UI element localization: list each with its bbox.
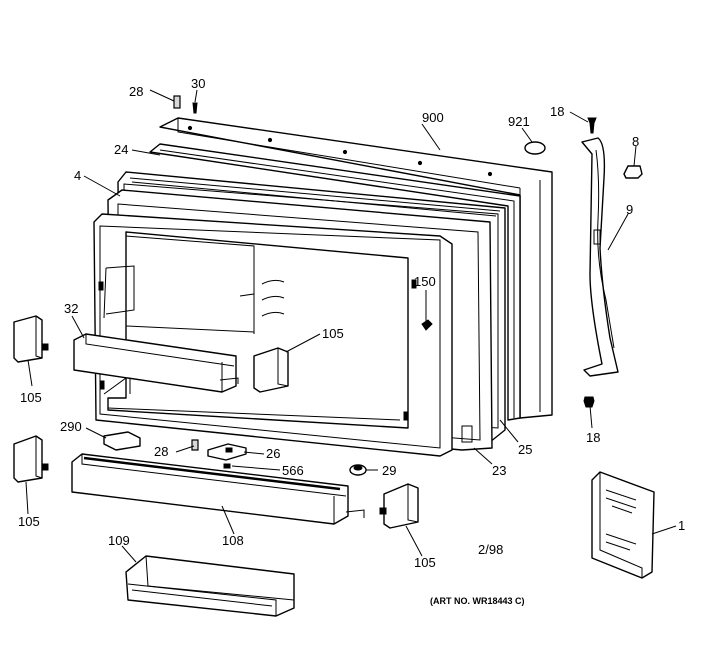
callout-105-inner: 105 xyxy=(322,326,344,341)
screw-top xyxy=(173,95,198,114)
callout-labels: 28 30 900 921 18 8 24 4 9 150 32 105 105… xyxy=(18,76,685,606)
callout-28-mid: 28 xyxy=(154,444,168,459)
callout-921: 921 xyxy=(508,114,530,129)
handle-assembly xyxy=(581,117,643,408)
callout-18-bottom: 18 xyxy=(586,430,600,445)
callout-28-top: 28 xyxy=(129,84,143,99)
screw-566 xyxy=(223,463,231,469)
hinge-bracket xyxy=(207,443,247,461)
callout-8: 8 xyxy=(632,134,639,149)
callout-150: 150 xyxy=(414,274,436,289)
door-liner-strip xyxy=(149,143,521,421)
callout-24: 24 xyxy=(114,142,128,157)
callout-108: 108 xyxy=(222,533,244,548)
door-bin-left-bottom xyxy=(13,435,49,483)
art-number: (ART NO. WR18443 C) xyxy=(430,596,525,606)
door-bin-bottom xyxy=(379,483,419,529)
callout-32: 32 xyxy=(64,301,78,316)
callout-30: 30 xyxy=(191,76,205,91)
callout-29: 29 xyxy=(382,463,396,478)
callout-4: 4 xyxy=(74,168,81,183)
door-bin-left-top xyxy=(13,315,49,363)
door-liner xyxy=(93,213,453,457)
callout-1: 1 xyxy=(678,518,685,533)
callout-290: 290 xyxy=(60,419,82,434)
callout-105-left-bottom: 105 xyxy=(18,514,40,529)
callout-25: 25 xyxy=(518,442,532,457)
callout-9: 9 xyxy=(626,202,633,217)
spacer-block xyxy=(103,431,141,451)
owners-manual xyxy=(591,471,655,579)
roller xyxy=(349,464,367,476)
callout-566: 566 xyxy=(282,463,304,478)
screw-28-mid xyxy=(191,439,199,451)
leader-lines xyxy=(25,89,677,563)
callout-105-left-top: 105 xyxy=(20,390,42,405)
callout-18-top: 18 xyxy=(550,104,564,119)
door-bin-inner xyxy=(253,347,289,393)
callout-23: 23 xyxy=(492,463,506,478)
door-shelf-lower xyxy=(71,453,365,525)
callout-105-bottom: 105 xyxy=(414,555,436,570)
callout-900: 900 xyxy=(422,110,444,125)
date-code: 2/98 xyxy=(478,542,503,557)
callout-26: 26 xyxy=(266,446,280,461)
crisper-bin xyxy=(125,555,295,617)
callout-109: 109 xyxy=(108,533,130,548)
plug xyxy=(524,141,546,155)
door-shelf-upper xyxy=(73,333,239,393)
